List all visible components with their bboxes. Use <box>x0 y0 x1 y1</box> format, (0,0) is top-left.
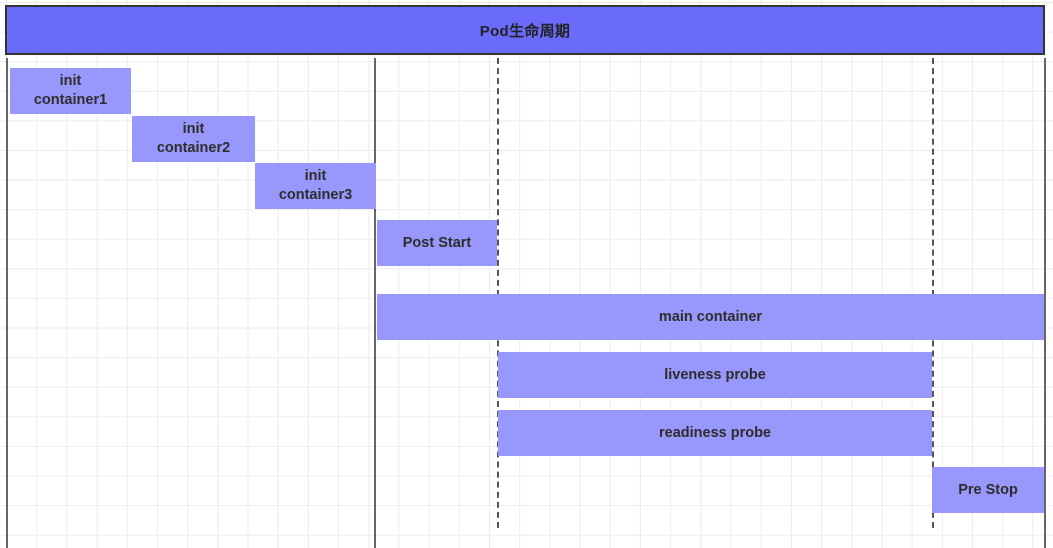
lifecycle-bar-pre-stop[interactable]: Pre Stop <box>932 467 1044 513</box>
lifecycle-bar-init-container-3[interactable]: init container3 <box>255 163 376 209</box>
lifecycle-bar-label: init container3 <box>278 168 353 203</box>
lifecycle-bar-liveness-probe[interactable]: liveness probe <box>498 352 932 398</box>
lifecycle-bar-label: init container1 <box>33 73 108 108</box>
init-phase-end-line <box>374 58 376 548</box>
lifecycle-bar-label: Post Start <box>402 234 472 251</box>
lifecycle-bar-init-container-1[interactable]: init container1 <box>10 68 131 114</box>
pre-stop-start-line <box>932 58 934 528</box>
lifecycle-bar-label: main container <box>658 308 763 325</box>
diagram-title-bar: Pod生命周期 <box>5 5 1045 55</box>
timeline-start-line <box>6 58 8 548</box>
post-start-end-line <box>497 58 499 528</box>
lifecycle-bar-post-start[interactable]: Post Start <box>377 220 497 266</box>
timeline-end-line <box>1044 58 1046 548</box>
lifecycle-bar-label: readiness probe <box>658 424 771 441</box>
lifecycle-bar-main-container[interactable]: main container <box>377 294 1044 340</box>
lifecycle-bar-init-container-2[interactable]: init container2 <box>132 116 255 162</box>
lifecycle-bar-label: init container2 <box>156 121 231 156</box>
lifecycle-bar-label: liveness probe <box>664 366 766 383</box>
lifecycle-bar-label: Pre Stop <box>958 481 1018 498</box>
diagram-title: Pod生命周期 <box>479 22 571 40</box>
lifecycle-bar-readiness-probe[interactable]: readiness probe <box>498 410 932 456</box>
